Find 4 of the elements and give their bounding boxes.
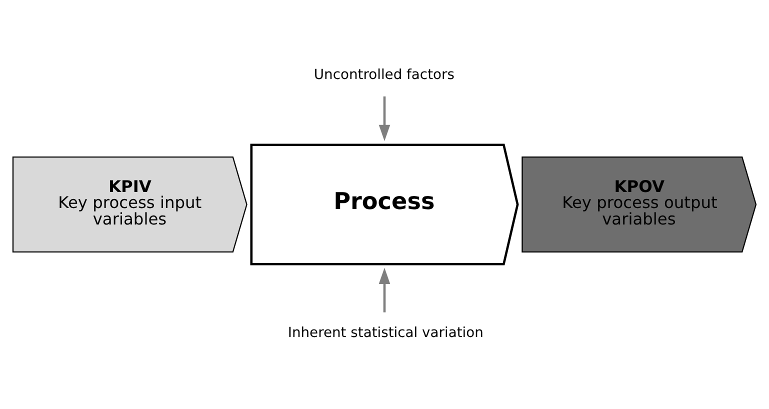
node-text: Inherent statistical variation	[288, 325, 484, 342]
arrow	[378, 96, 390, 142]
node-text: Uncontrolled factors	[314, 67, 454, 84]
arrow	[378, 268, 390, 312]
